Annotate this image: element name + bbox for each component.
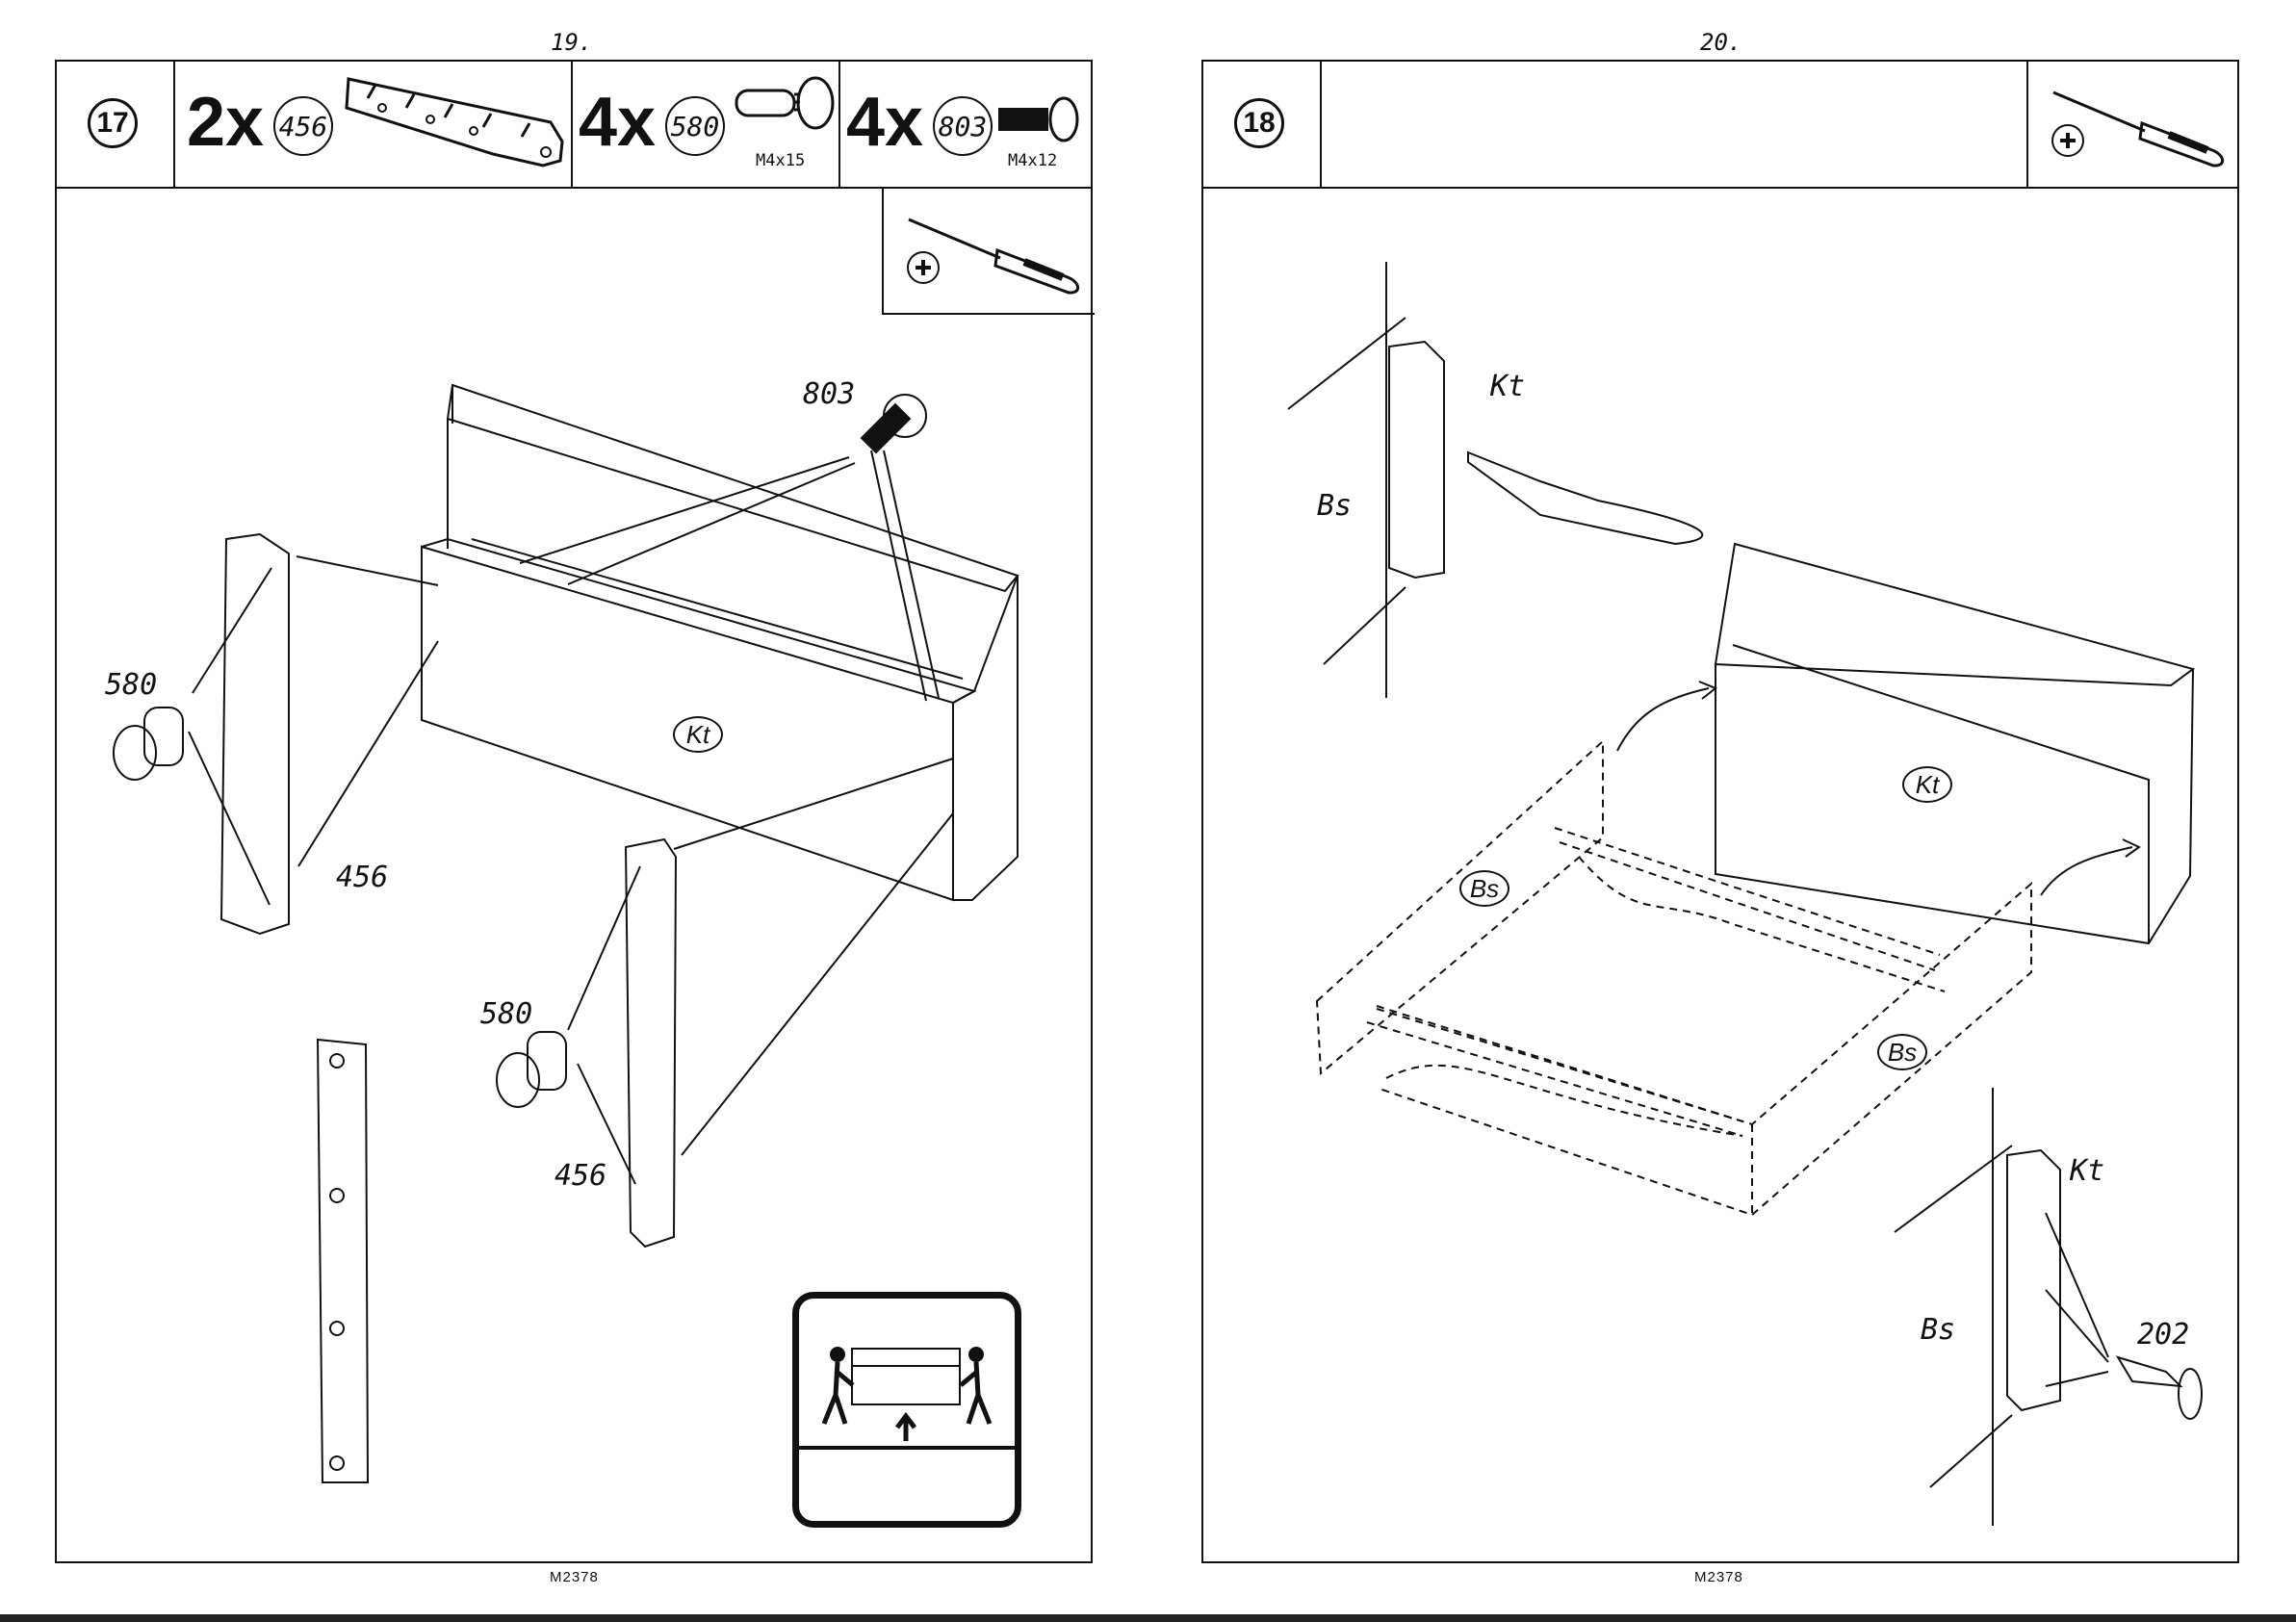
connector-plate-right xyxy=(626,839,676,1247)
headboard-left xyxy=(448,385,1018,591)
bottom-border xyxy=(0,1614,2296,1622)
flat-plate xyxy=(318,1040,368,1482)
